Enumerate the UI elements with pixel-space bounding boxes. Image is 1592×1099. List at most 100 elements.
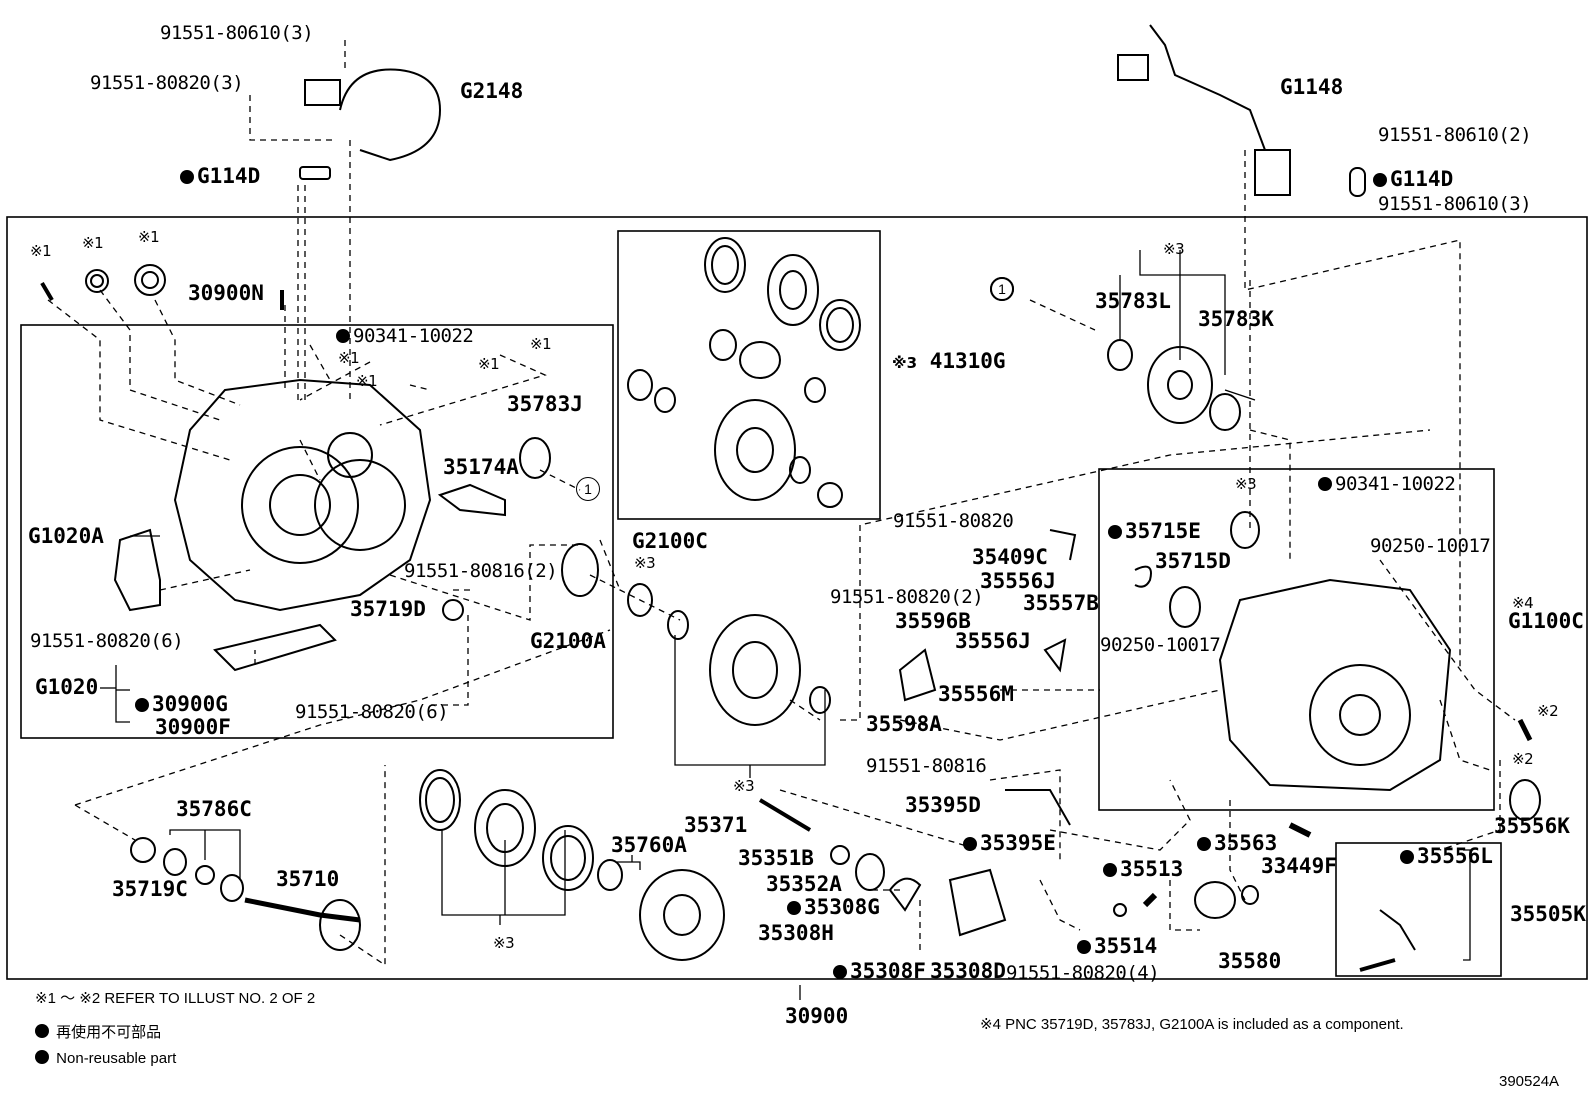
- filled-dot-icon: [1108, 525, 1122, 539]
- ref-mark-2: ※2: [1537, 702, 1559, 720]
- label-35505k: 35505K: [1510, 902, 1586, 926]
- left-subassembly-box: [20, 324, 614, 739]
- label-g114d-left: G114D: [180, 165, 260, 187]
- ref-mark-3: ※3: [1163, 240, 1185, 258]
- label-g1100c: G1100C: [1508, 609, 1584, 633]
- pnc-note: ※4 PNC 35719D, 35783J, G2100A is include…: [980, 1016, 1404, 1033]
- refer-note: ※1 ～ ※2 REFER TO ILLUST NO. 2 OF 2: [35, 990, 316, 1007]
- filled-dot-icon: [1103, 863, 1117, 877]
- label-35395d: 35395D: [905, 793, 981, 817]
- filled-dot-icon: [135, 698, 149, 712]
- label-91551-80816: 91551-80816: [866, 755, 987, 777]
- label-91551-80610-3: 91551-80610(3): [160, 22, 314, 44]
- label-35783k: 35783K: [1198, 307, 1274, 331]
- label-g1020: G1020: [35, 675, 99, 699]
- label-35514: 35514: [1077, 935, 1157, 957]
- label-91551-80820-6: 91551-80820(6): [30, 630, 184, 652]
- ref-mark-3: ※3: [493, 934, 515, 952]
- label-35556m: 35556M: [938, 682, 1014, 706]
- filled-dot-icon: [35, 1050, 49, 1064]
- label-g114d-right: G114D: [1373, 168, 1453, 190]
- filled-dot-icon: [833, 965, 847, 979]
- ref-mark-1: ※1: [138, 228, 160, 246]
- filled-dot-icon: [336, 329, 350, 343]
- label-35308d: 35308D: [930, 959, 1006, 983]
- ref-mark-1: ※1: [356, 372, 378, 390]
- label-35395e: 35395E: [963, 832, 1056, 854]
- right-case-box: [1098, 468, 1495, 811]
- label-30900g: 30900G: [135, 693, 228, 715]
- label-35513: 35513: [1103, 858, 1183, 880]
- label-g2148: G2148: [460, 79, 524, 103]
- ref-mark-1: ※1: [338, 349, 360, 367]
- label-35308f: 35308F: [833, 960, 926, 982]
- ref-mark-3: ※3: [733, 777, 755, 795]
- ref-mark-1: ※1: [530, 335, 552, 353]
- label-90250-10017-b: 90250-10017: [1100, 634, 1221, 656]
- harness-g2148: [339, 68, 442, 162]
- label-35351b: 35351B: [738, 846, 814, 870]
- harness-g1148: [1149, 24, 1266, 151]
- filled-dot-icon: [1373, 173, 1387, 187]
- ref-mark-1: ※1: [478, 355, 500, 373]
- label-35556j: 35556J: [980, 569, 1056, 593]
- label-91551-80816-2: 91551-80816(2): [404, 560, 558, 582]
- label-35786c: 35786C: [176, 797, 252, 821]
- label-90341-10022-b: 90341-10022: [1318, 473, 1456, 495]
- label-35580: 35580: [1218, 949, 1282, 973]
- ref-mark-2: ※2: [1512, 750, 1534, 768]
- label-35352a: 35352A: [766, 872, 842, 896]
- label-91551-80820: 91551-80820: [893, 510, 1014, 532]
- ref-mark-1: ※1: [82, 234, 104, 252]
- label-35556l: 35556L: [1400, 845, 1493, 867]
- circled-number-icon: 1: [990, 277, 1014, 301]
- legend-en: Non-reusable part: [35, 1050, 176, 1068]
- label-g1148: G1148: [1280, 75, 1344, 99]
- figure-number: 390524A: [1499, 1073, 1560, 1090]
- label-35715e: 35715E: [1108, 520, 1201, 542]
- label-35308h: 35308H: [758, 921, 834, 945]
- ref-mark-3: ※3: [634, 554, 656, 572]
- filled-dot-icon: [1077, 940, 1091, 954]
- filled-dot-icon: [1318, 477, 1332, 491]
- filled-dot-icon: [1400, 850, 1414, 864]
- label-30900f: 30900F: [155, 715, 231, 739]
- label-90250-10017: 90250-10017: [1370, 535, 1491, 557]
- label-30900n: 30900N: [188, 281, 264, 305]
- label-35556k: 35556K: [1494, 814, 1570, 838]
- filled-dot-icon: [1197, 837, 1211, 851]
- label-35719d: 35719D: [350, 597, 426, 621]
- label-91551-80610-3b: 91551-80610(3): [1378, 193, 1532, 215]
- label-35409c: 35409C: [972, 545, 1048, 569]
- housing-left: [173, 378, 432, 612]
- label-91551-80820-2: 91551-80820(2): [830, 586, 984, 608]
- filled-dot-icon: [787, 901, 801, 915]
- label-35760a: 35760A: [611, 833, 687, 857]
- legend-jp: 再使用不可部品: [35, 1024, 161, 1042]
- label-35715d: 35715D: [1155, 549, 1231, 573]
- label-35371: 35371: [684, 813, 748, 837]
- label-35596b: 35596B: [895, 609, 971, 633]
- label-35563: 35563: [1197, 832, 1277, 854]
- label-g2100c: G2100C: [632, 529, 708, 553]
- label-90341-10022: 90341-10022: [336, 325, 474, 347]
- ref-mark-1: ※1: [30, 242, 52, 260]
- label-91551-80820-4: 91551-80820(4): [1006, 962, 1160, 984]
- label-91551-80820-6b: 91551-80820(6): [295, 701, 449, 723]
- filled-dot-icon: [35, 1024, 49, 1038]
- label-g1020a: G1020A: [28, 524, 104, 548]
- label-33449f: 33449F: [1261, 854, 1337, 878]
- label-91551-80820-3: 91551-80820(3): [90, 72, 244, 94]
- label-35719c: 35719C: [112, 877, 188, 901]
- label-g2100a: G2100A: [530, 629, 606, 653]
- label-91551-80610-2: 91551-80610(2): [1378, 124, 1532, 146]
- label-35783j: 35783J: [507, 392, 583, 416]
- sub-box-35505K: [1335, 842, 1502, 977]
- ref-mark-3: ※3: [1235, 475, 1257, 493]
- filled-dot-icon: [963, 837, 977, 851]
- label-35308g: 35308G: [787, 896, 880, 918]
- label-35598a: 35598A: [866, 712, 942, 736]
- label-41310g: ※3 41310G: [892, 349, 1006, 373]
- label-35710: 35710: [276, 867, 340, 891]
